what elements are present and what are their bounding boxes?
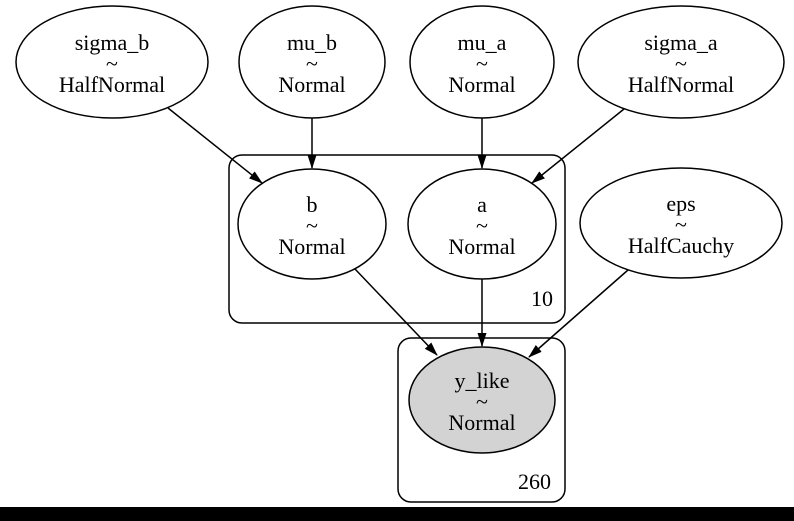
node-sigma-a-ellipse — [577, 5, 785, 119]
node-y-like-tilde: ~ — [476, 389, 488, 414]
node-b-name: b — [307, 192, 318, 217]
edge-sigma-b-to-b — [167, 107, 263, 184]
node-y-like-dist: Normal — [448, 410, 515, 435]
node-b: b ~ Normal — [237, 168, 387, 280]
edge-eps-to-y-like — [528, 269, 629, 358]
bottom-black-bar — [0, 507, 794, 521]
node-mu-b-tilde: ~ — [306, 51, 318, 76]
node-sigma-a-tilde: ~ — [675, 51, 687, 76]
node-sigma-b-dist: HalfNormal — [59, 72, 165, 97]
node-a-ellipse — [407, 168, 557, 280]
node-b-tilde: ~ — [306, 213, 318, 238]
plate-260-label: 260 — [518, 469, 551, 494]
node-mu-a: mu_a ~ Normal — [409, 5, 555, 119]
node-sigma-a-dist: HalfNormal — [628, 72, 734, 97]
node-eps-tilde: ~ — [675, 212, 687, 237]
edge-sigma-a-to-a — [531, 108, 625, 184]
plate-10 — [228, 154, 566, 324]
graphviz-model-diagram: 10 260 sigma_b ~ HalfNormal mu_b ~ Norma… — [15, 5, 785, 503]
node-mu-b-name: mu_b — [287, 30, 337, 55]
node-sigma-b-ellipse — [15, 5, 209, 119]
node-eps-ellipse — [579, 167, 783, 279]
node-mu-a-dist: Normal — [448, 72, 515, 97]
node-mu-a-tilde: ~ — [476, 51, 488, 76]
node-a: a ~ Normal — [407, 168, 557, 280]
edge-b-to-y-like — [354, 268, 438, 356]
node-b-dist: Normal — [278, 234, 345, 259]
node-eps-name: eps — [666, 191, 695, 216]
node-eps: eps ~ HalfCauchy — [579, 167, 783, 279]
node-a-dist: Normal — [448, 234, 515, 259]
node-y-like: y_like ~ Normal — [408, 346, 556, 454]
node-b-ellipse — [237, 168, 387, 280]
node-mu-a-ellipse — [409, 5, 555, 119]
node-a-name: a — [477, 192, 487, 217]
node-sigma-a-name: sigma_a — [644, 30, 718, 55]
node-sigma-b-tilde: ~ — [106, 51, 118, 76]
node-mu-a-name: mu_a — [458, 30, 507, 55]
plate-10-label: 10 — [531, 286, 553, 311]
node-mu-b-ellipse — [238, 5, 386, 119]
node-y-like-ellipse — [408, 346, 556, 454]
node-mu-b: mu_b ~ Normal — [238, 5, 386, 119]
node-eps-dist: HalfCauchy — [628, 233, 734, 258]
node-y-like-name: y_like — [455, 368, 510, 393]
node-sigma-a: sigma_a ~ HalfNormal — [577, 5, 785, 119]
node-a-tilde: ~ — [476, 213, 488, 238]
node-sigma-b: sigma_b ~ HalfNormal — [15, 5, 209, 119]
node-sigma-b-name: sigma_b — [75, 30, 150, 55]
node-mu-b-dist: Normal — [278, 72, 345, 97]
